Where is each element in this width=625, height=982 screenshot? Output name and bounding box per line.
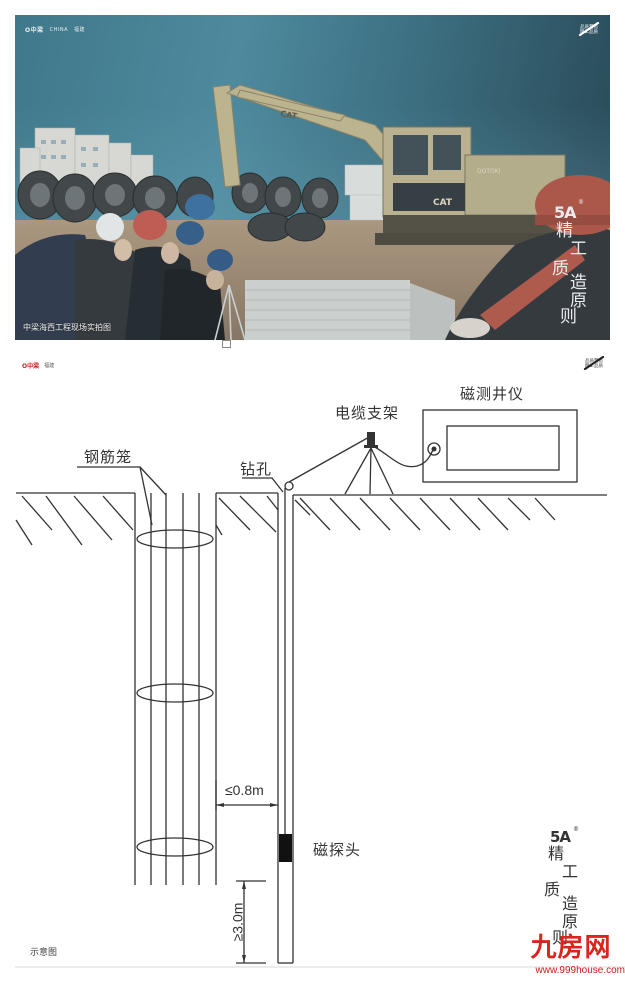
magnetic-probe-body <box>279 834 292 862</box>
brand-right-line2: 精工品质 <box>585 364 603 369</box>
label-rebar-cage: 钢筋笼 <box>84 448 133 466</box>
pen-stroke-icon <box>583 356 605 370</box>
brand-logo-top-right: 品质营造 精工品质 <box>578 22 600 36</box>
logo-subtext: CHINA <box>49 26 68 33</box>
brand-logo-diagram-right: 品质营造 精工品质 <box>583 356 605 370</box>
slogan-5a-photo: 5A ® 精 工 质 造 原 则 <box>548 195 608 327</box>
slogan-char: 工 <box>570 239 587 259</box>
registered-mark: ® <box>578 199 584 206</box>
label-drill-hole: 钻孔 <box>240 460 273 478</box>
company-logo: O中梁 <box>25 27 44 34</box>
slogan-char: 质 <box>552 259 569 279</box>
watermark-url: www.999house.com <box>535 965 625 976</box>
label-magnetic-probe: 磁探头 <box>313 841 362 859</box>
slogan-char: 精 <box>556 221 573 241</box>
label-cable-stand: 电缆支架 <box>335 404 400 422</box>
construction-scene-illustration: CAT CAT DOTOKI <box>15 15 610 340</box>
brand-right-line2: 精工品质 <box>580 30 598 35</box>
slogan-char: 工 <box>562 862 579 881</box>
label-min-depth: ≥3.0m <box>229 902 246 942</box>
svg-text:CAT: CAT <box>280 109 299 121</box>
diagram-caption: 示意图 <box>30 948 58 958</box>
pen-stroke-icon <box>578 22 600 36</box>
brand-logo-diagram-left: O中梁 福建 <box>22 361 54 370</box>
magnetic-logging-schematic <box>15 409 607 964</box>
slogan-badge: 5A <box>554 203 576 222</box>
registered-mark: ® <box>573 826 579 833</box>
logo-mark: 福建 <box>44 363 55 369</box>
label-magnetic-logger: 磁测井仪 <box>460 385 525 403</box>
slogan-char: 精 <box>548 844 565 863</box>
slogan-char: 则 <box>560 307 577 327</box>
slogan-char: 原 <box>570 291 587 311</box>
label-max-distance: ≤0.8m <box>225 782 264 798</box>
brand-logo-top-left: O中梁 CHINA 福建 <box>25 25 86 35</box>
bottom-divider <box>15 966 625 968</box>
slogan-char: 造 <box>570 273 587 293</box>
brand-right-line1: 品质营造 <box>585 359 603 364</box>
slogan-char: 则 <box>552 928 569 947</box>
logo-mark: 福建 <box>74 27 86 33</box>
svg-text:CAT: CAT <box>433 198 453 208</box>
slogan-char: 质 <box>544 880 561 899</box>
tripod-pulley-head <box>367 432 375 446</box>
watermark-title: 九房网 <box>530 933 612 963</box>
svg-text:DOTOKI: DOTOKI <box>477 168 501 175</box>
slogan-char: 原 <box>562 912 579 931</box>
company-logo: O中梁 <box>22 363 40 370</box>
site-watermark: 九房网 www.999house.com <box>520 933 625 982</box>
scroll-marker <box>222 340 231 348</box>
site-photo: CAT CAT DOTOKI <box>15 15 610 340</box>
photo-caption: 中梁海西工程现场实拍图 <box>23 323 111 332</box>
slogan-5a-diagram: 5A ® 精 工 质 造 原 则 <box>540 826 610 958</box>
slogan-badge: 5A <box>550 828 571 846</box>
slogan-char: 造 <box>562 894 579 913</box>
brand-right-line1: 品质营造 <box>580 25 598 30</box>
